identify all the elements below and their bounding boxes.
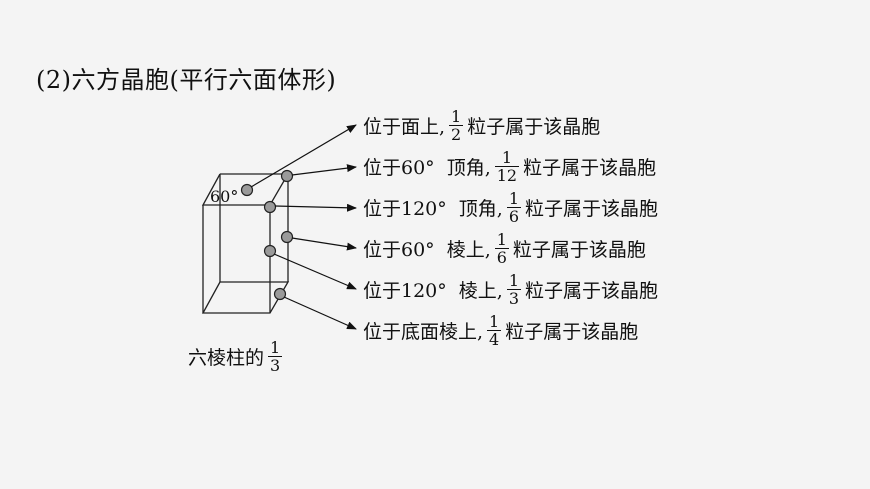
- label-text: 粒子属于该晶胞: [525, 197, 659, 220]
- pointer-arrow: [274, 203, 357, 212]
- label-text: 粒子属于该晶胞: [467, 115, 601, 138]
- label-text: 顶角,: [458, 197, 503, 220]
- prism-fraction-label: 六棱柱的 1 3: [188, 334, 286, 378]
- pointer-arrow: [250, 124, 357, 188]
- fraction-denominator: 6: [508, 206, 519, 226]
- pointer-arrow: [273, 253, 357, 290]
- label-text: 位于120°: [363, 197, 447, 220]
- label-text: 六棱柱的: [188, 346, 265, 369]
- fraction-numerator: 1: [270, 337, 281, 357]
- fraction-numerator: 1: [489, 311, 500, 331]
- fraction-denominator: 2: [451, 124, 462, 144]
- label-text: 粒子属于该晶胞: [523, 156, 657, 179]
- label-bottom-edge: 位于底面棱上, 1 4 粒子属于该晶胞: [363, 310, 638, 350]
- fraction-numerator: 1: [508, 270, 519, 290]
- label-text: 位于60°: [363, 238, 435, 261]
- pointer-arrow: [291, 164, 357, 176]
- bottom-face: [201, 281, 290, 314]
- fraction: 1 3: [268, 337, 283, 375]
- pointer-arrow: [283, 296, 357, 330]
- fraction-bar: [487, 329, 502, 331]
- fraction-denominator: 3: [508, 288, 519, 308]
- fraction: 1 12: [494, 147, 520, 185]
- fraction: 1 6: [506, 188, 521, 226]
- label-edge-120: 位于120° 棱上, 1 3 粒子属于该晶胞: [363, 269, 658, 309]
- particle-vertex-120: [263, 200, 277, 214]
- label-text: 粒子属于该晶胞: [525, 279, 659, 302]
- fraction-numerator: 1: [508, 188, 519, 208]
- angle-label: 60°: [210, 187, 239, 206]
- label-edge-60: 位于60° 棱上, 1 6 粒子属于该晶胞: [363, 228, 646, 268]
- label-text: 位于面上,: [363, 115, 446, 138]
- particle-vertex-60: [280, 169, 294, 183]
- pointer-arrow: [291, 237, 357, 251]
- particle-edge-120: [263, 244, 277, 258]
- fraction-bar: [494, 247, 509, 249]
- fraction: 1 2: [449, 106, 464, 144]
- fraction: 1 4: [487, 311, 502, 349]
- fraction-bar: [268, 355, 283, 357]
- label-text: 位于底面棱上,: [363, 320, 484, 343]
- fraction-denominator: 3: [270, 355, 281, 375]
- fraction-bar: [506, 288, 521, 290]
- label-text: 顶角,: [446, 156, 491, 179]
- fraction: 1 3: [506, 270, 521, 308]
- section-title: (2)六方晶胞(平行六面体形): [36, 66, 337, 94]
- label-text: 粒子属于该晶胞: [505, 320, 639, 343]
- particle-face: [240, 183, 254, 197]
- fraction-bar: [494, 165, 520, 167]
- label-text: 棱上,: [458, 279, 503, 302]
- label-vertex-60: 位于60° 顶角, 1 12 粒子属于该晶胞: [363, 146, 656, 186]
- fraction-denominator: 6: [496, 247, 507, 267]
- fraction-bar: [449, 124, 464, 126]
- fraction-numerator: 1: [496, 229, 507, 249]
- particle-bottom-edge: [273, 287, 287, 301]
- fraction-bar: [506, 206, 521, 208]
- fraction-denominator: 4: [489, 329, 500, 349]
- fraction: 1 6: [494, 229, 509, 267]
- label-text: 棱上,: [446, 238, 491, 261]
- label-text: 位于120°: [363, 279, 447, 302]
- fraction-denominator: 12: [496, 165, 518, 185]
- particle-edge-60: [280, 230, 294, 244]
- label-text: 粒子属于该晶胞: [512, 238, 646, 261]
- label-face: 位于面上, 1 2 粒子属于该晶胞: [363, 105, 600, 145]
- fraction-numerator: 1: [451, 106, 462, 126]
- label-vertex-120: 位于120° 顶角, 1 6 粒子属于该晶胞: [363, 187, 658, 227]
- fraction-numerator: 1: [501, 147, 512, 167]
- label-text: 位于60°: [363, 156, 435, 179]
